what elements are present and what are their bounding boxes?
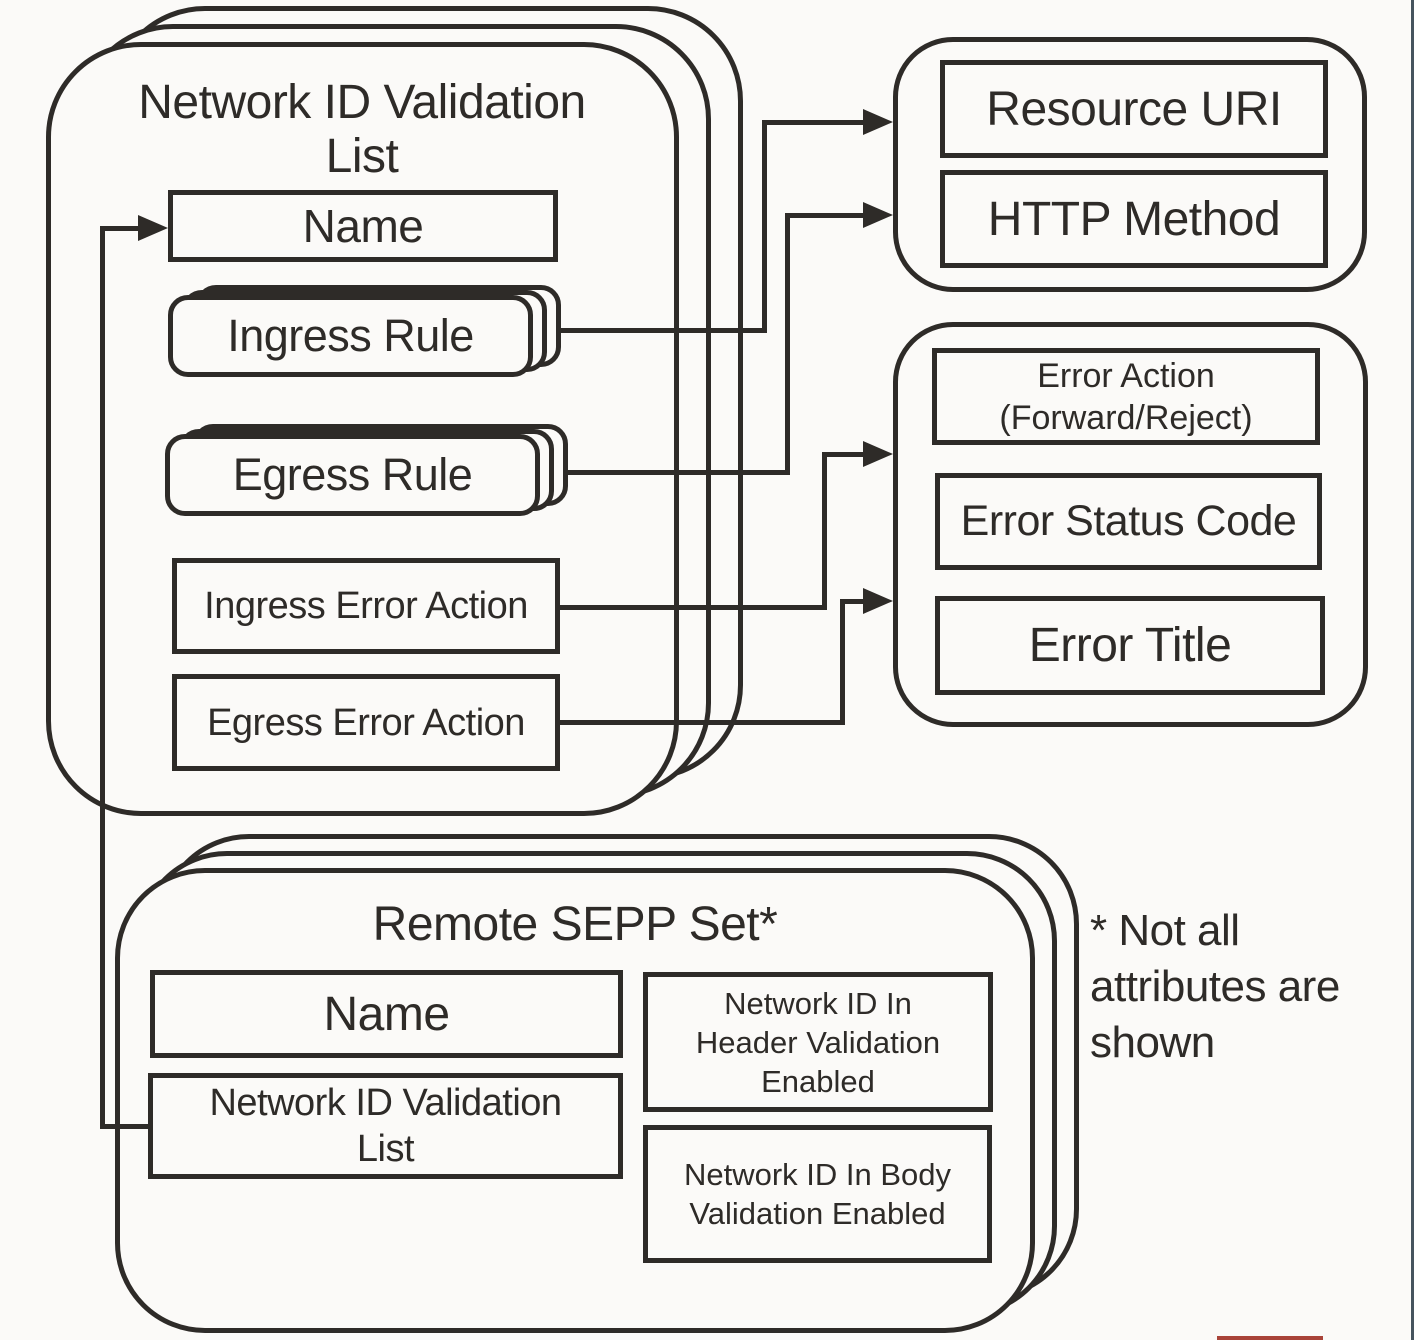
error-action-box: Error Action (Forward/Reject) <box>932 348 1320 445</box>
ingress-error-action-label: Ingress Error Action <box>204 585 528 627</box>
remote-sepp-title-text: Remote SEPP Set* <box>372 898 778 951</box>
arrowhead-to-name <box>138 215 168 241</box>
connector-egress-error-vertical <box>840 599 845 725</box>
body-validation-line2: Validation Enabled <box>689 1196 946 1231</box>
connector-ingress-error-h1 <box>560 605 827 610</box>
body-validation-box: Network ID In Body Validation Enabled <box>643 1125 992 1263</box>
arrowhead-to-resource-uri <box>863 109 893 135</box>
connector-ingress-error-h2 <box>822 452 864 457</box>
egress-rule-label: Egress Rule <box>232 449 473 500</box>
egress-rule-box: Egress Rule <box>165 434 540 516</box>
sepp-name-box: Name <box>150 970 623 1058</box>
egress-error-action-box: Egress Error Action <box>172 674 560 771</box>
connector-ingress-rule-h1 <box>545 328 767 333</box>
accent-bar <box>1217 1336 1323 1340</box>
connector-egress-rule-h2 <box>785 213 863 218</box>
connector-sepp-to-name-top <box>100 226 140 231</box>
error-status-code-label: Error Status Code <box>960 497 1297 545</box>
connector-ingress-error-vertical <box>822 452 827 610</box>
arrowhead-to-http-method <box>863 202 893 228</box>
sepp-nid-list-box: Network ID Validation List <box>148 1073 623 1179</box>
arrowhead-ingress-error <box>863 441 893 467</box>
error-status-code-box: Error Status Code <box>935 473 1322 570</box>
connector-sepp-to-name-vertical <box>100 228 105 1127</box>
footnote-line3: shown <box>1090 1018 1215 1067</box>
name-box: Name <box>168 190 558 262</box>
header-validation-box: Network ID In Header Validation Enabled <box>643 972 993 1112</box>
resource-uri-label: Resource URI <box>986 82 1282 136</box>
ingress-error-action-box: Ingress Error Action <box>172 558 560 654</box>
error-action-line1: Error Action <box>1037 356 1215 395</box>
arrowhead-egress-error <box>863 588 893 614</box>
http-method-label: HTTP Method <box>987 192 1281 246</box>
connector-egress-rule-vertical <box>785 213 790 475</box>
connector-egress-rule-h1 <box>545 470 790 475</box>
error-action-line2: (Forward/Reject) <box>999 398 1253 437</box>
footnote-line1: * Not all <box>1090 906 1240 955</box>
connector-ingress-rule-vertical <box>762 120 767 333</box>
connector-ingress-rule-h2 <box>762 120 863 125</box>
sepp-nid-list-line2: List <box>356 1128 415 1170</box>
remote-sepp-title: Remote SEPP Set* <box>175 898 975 952</box>
error-title-label: Error Title <box>1028 619 1232 672</box>
header-validation-line2: Header Validation <box>695 1024 941 1060</box>
nid-list-title-line1: Network ID Validation <box>138 76 586 129</box>
body-validation-line1: Network ID In Body <box>683 1157 952 1192</box>
connector-sepp-to-name-bottom <box>100 1124 153 1129</box>
nid-list-title: Network ID Validation List <box>62 76 662 184</box>
footnote: * Not all attributes are shown <box>1090 903 1390 1071</box>
ingress-rule-label: Ingress Rule <box>227 310 474 361</box>
resource-uri-box: Resource URI <box>940 60 1328 158</box>
sepp-name-label: Name <box>323 987 450 1041</box>
http-method-box: HTTP Method <box>940 170 1328 268</box>
connector-egress-error-h1 <box>560 720 845 725</box>
error-title-box: Error Title <box>935 596 1325 695</box>
footnote-line2: attributes are <box>1090 962 1340 1011</box>
connector-egress-error-h2 <box>840 599 864 604</box>
egress-error-action-label: Egress Error Action <box>207 701 525 744</box>
header-validation-line1: Network ID In <box>724 985 912 1021</box>
header-validation-line3: Enabled <box>761 1063 875 1099</box>
name-label: Name <box>302 200 424 252</box>
nid-list-title-line2: List <box>325 130 399 183</box>
ingress-rule-box: Ingress Rule <box>168 295 533 377</box>
screen-right-edge <box>1411 0 1414 1340</box>
sepp-nid-list-line1: Network ID Validation <box>209 1082 562 1124</box>
